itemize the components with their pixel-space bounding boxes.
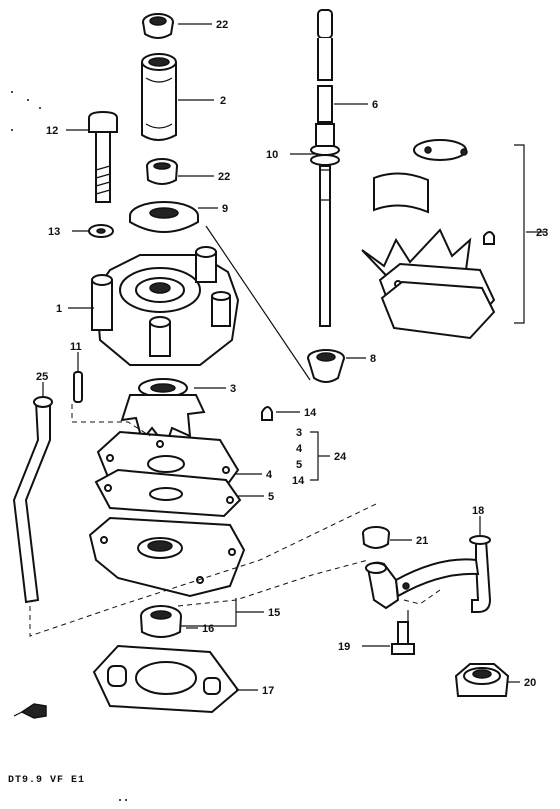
part-22-top-grommet: [142, 13, 174, 39]
group-24-item-4: 4: [296, 443, 303, 455]
part-13-washer: [88, 224, 114, 238]
callout-1: 1: [56, 303, 62, 315]
callout-12: 12: [46, 125, 58, 137]
callout-5: 5: [268, 491, 274, 503]
part-21-grommet: [362, 526, 390, 549]
bracket-23: [514, 144, 525, 324]
part-12-bolt: [88, 110, 118, 203]
part-9-seal: [129, 201, 199, 233]
callout-leaders: [42, 23, 546, 691]
group-24-item-3: 3: [296, 427, 302, 439]
callout-24: 24: [334, 451, 347, 463]
callout-20: 20: [524, 677, 536, 689]
part-17-gasket: [92, 644, 240, 714]
part-8-bushing: [307, 349, 345, 383]
callout-21: 21: [416, 535, 428, 547]
callout-3: 3: [230, 383, 236, 395]
callout-15: 15: [268, 607, 280, 619]
part-10-oring: [310, 123, 340, 166]
callout-18: 18: [472, 505, 484, 517]
callout-9: 9: [222, 203, 228, 215]
callout-19: 19: [338, 641, 350, 653]
part-22-lower-grommet: [146, 158, 178, 185]
part-16-seal: [140, 605, 182, 638]
part-1-pump-case: [91, 225, 311, 381]
part-2-tube: [141, 53, 177, 141]
part-23-repair-kit: [361, 139, 496, 340]
part-18-water-tube: [365, 535, 492, 613]
callout-17: 17: [262, 685, 274, 697]
part-11-pin: [73, 371, 83, 403]
part-14-key: [261, 406, 273, 421]
callout-11: 11: [70, 341, 82, 353]
callout-13: 13: [48, 226, 60, 238]
callout-16: 16: [202, 623, 214, 635]
callout-22-top: 22: [216, 19, 228, 31]
group-24-item-14: 14: [292, 475, 305, 487]
group-24-item-5: 5: [296, 459, 302, 471]
part-25-hose: [12, 396, 53, 604]
callout-14: 14: [304, 407, 317, 419]
callout-labels: 22 2 12 22 9 13 1 11 25 3 14 4 5 6 10 23…: [36, 19, 548, 697]
diagram-caption: DT9.9 VF E1: [8, 775, 85, 786]
callout-6: 6: [372, 99, 378, 111]
part-5-gasket: [94, 468, 242, 518]
part-19-bolt: [391, 621, 415, 655]
callout-2: 2: [220, 95, 226, 107]
callout-23: 23: [536, 227, 548, 239]
front-direction-arrow-icon: [13, 703, 47, 719]
callout-10: 10: [266, 149, 278, 161]
callout-4: 4: [266, 469, 273, 481]
bracket-24: [310, 431, 319, 481]
callout-22-lower: 22: [218, 171, 230, 183]
callout-8: 8: [370, 353, 376, 365]
scan-specks: [11, 91, 127, 801]
part-20-cap: [454, 663, 510, 697]
lower-housing-plate: [88, 516, 246, 598]
part-6-shaft: [317, 9, 333, 327]
assembly-lines: [29, 404, 441, 637]
callout-25: 25: [36, 371, 48, 383]
